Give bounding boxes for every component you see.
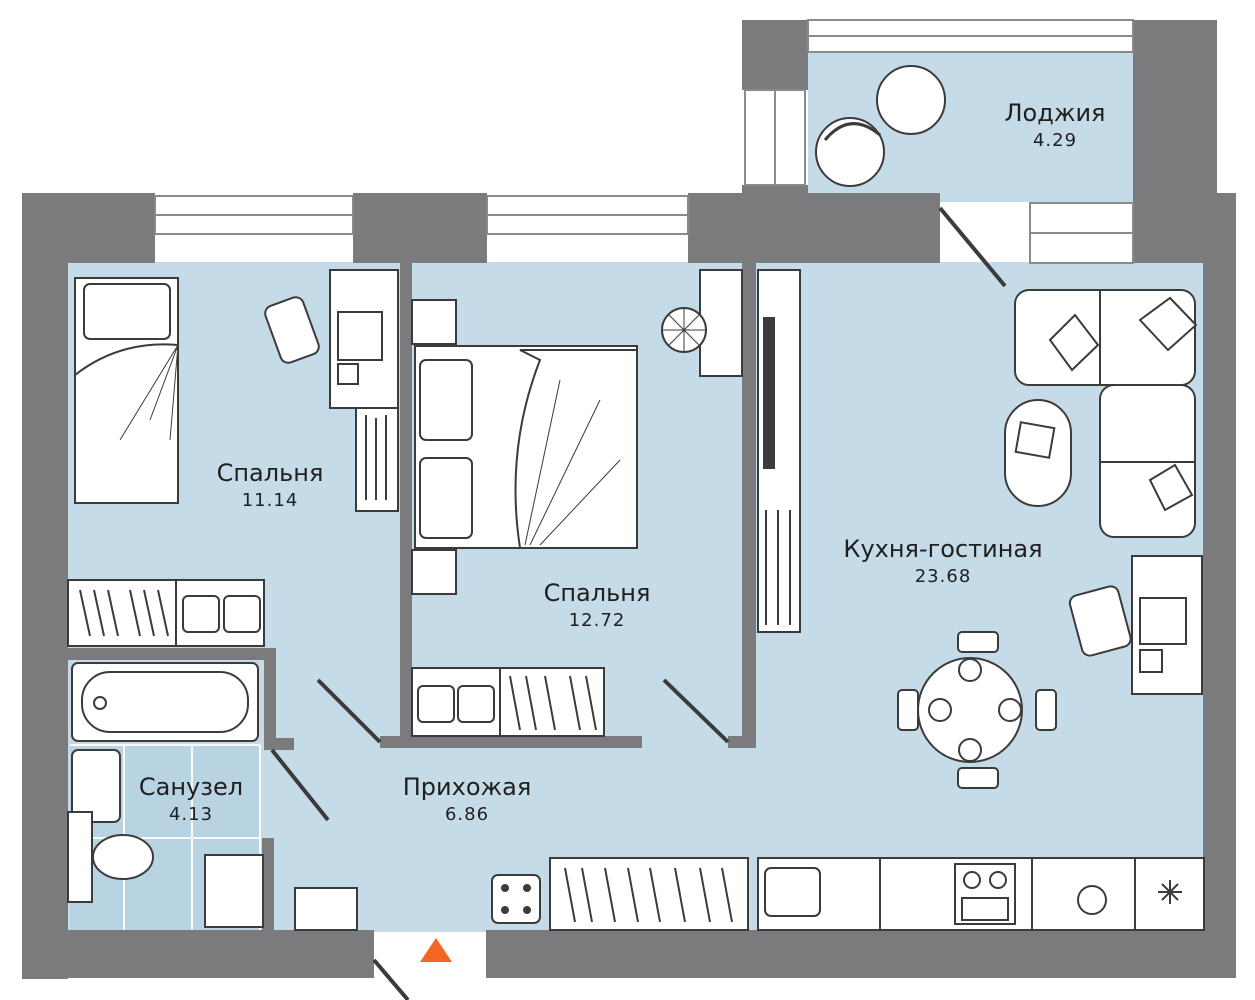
- room-bathroom-name: Санузел: [138, 773, 244, 801]
- wall-loggia-left: [742, 20, 808, 90]
- wall-top-left: [22, 193, 155, 263]
- bed2-pillow-bottom: [419, 457, 473, 539]
- wardrobe-hallway: [549, 857, 749, 931]
- wall-bathroom-right: [264, 648, 276, 748]
- wall-bedroom1-bedroom2: [400, 263, 412, 743]
- wall-bottom-left: [22, 930, 374, 978]
- laptop-kitchen: [1139, 597, 1187, 645]
- wall-outer-right: [1203, 193, 1236, 945]
- chair-bedroom1: [264, 296, 320, 364]
- door-entrance: [372, 958, 410, 1000]
- wall-bottom-corner: [1051, 930, 1236, 978]
- tv: [763, 317, 775, 469]
- room-bedroom2-area: 12.72: [568, 610, 626, 631]
- pouf: [491, 874, 541, 924]
- desk-bedroom2: [699, 269, 743, 377]
- room-kitchen-area: 23.68: [914, 566, 972, 587]
- room-hallway: Прихожая 6.86: [392, 772, 542, 828]
- loggia-chair: [815, 117, 885, 187]
- room-bedroom1: Спальня 11.14: [200, 458, 340, 514]
- windows: [154, 19, 1134, 264]
- room-hallway-name: Прихожая: [402, 773, 532, 801]
- washing-machine: [204, 854, 264, 928]
- wall-bedroom2-bottom: [380, 736, 642, 748]
- sofa-cushion-2: [1138, 296, 1198, 352]
- wall-bottom-right: [486, 930, 1051, 978]
- walls: [22, 20, 1236, 979]
- loggia-table: [876, 65, 946, 135]
- sofa-cushion-1: [1048, 313, 1100, 372]
- boiler: [1077, 885, 1107, 915]
- room-loggia: Лоджия 4.29: [990, 98, 1120, 154]
- entrance-arrow: [420, 938, 452, 962]
- room-bedroom2: Спальня 12.72: [527, 578, 667, 634]
- wall-top-mid2: [688, 193, 940, 263]
- room-bedroom1-name: Спальня: [216, 459, 324, 487]
- wall-outer-left: [22, 193, 68, 979]
- room-bathroom-area: 4.13: [168, 804, 214, 825]
- furniture: [67, 65, 1205, 931]
- sofa-cushion-3: [1148, 463, 1194, 512]
- kitchen-sink: [764, 867, 821, 917]
- nightstand-bottom: [411, 549, 457, 595]
- washbasin: [71, 749, 121, 823]
- wall-bathroom-right-lower: [262, 838, 274, 930]
- wall-bedroom2-kitchen: [742, 263, 756, 743]
- shoe-rack: [294, 887, 358, 931]
- toilet-bowl: [92, 834, 154, 880]
- room-loggia-name: Лоджия: [1004, 99, 1106, 127]
- room-kitchen-name: Кухня-гостиная: [843, 535, 1043, 563]
- room-bathroom: Санузел 4.13: [126, 772, 256, 828]
- wall-top-mid1: [353, 193, 487, 263]
- doors: [270, 206, 1007, 1000]
- room-hallway-area: 6.86: [444, 804, 490, 825]
- toilet-tank: [67, 811, 93, 903]
- room-bedroom1-area: 11.14: [241, 490, 299, 511]
- door-bedroom2: [662, 678, 730, 744]
- chair-kitchen: [1068, 585, 1132, 657]
- wall-bathroom-stub: [264, 738, 294, 750]
- wall-loggia-right: [1133, 20, 1217, 200]
- room-loggia-area: 4.29: [1032, 130, 1078, 151]
- nightstand-top: [411, 299, 457, 345]
- wall-loggia-rail: [808, 196, 938, 204]
- wall-bathroom-top: [66, 648, 276, 660]
- door-bathroom: [270, 748, 330, 822]
- door-bedroom1: [316, 678, 382, 744]
- wall-kitchen-stub: [728, 736, 756, 748]
- bed-pillow: [83, 283, 171, 340]
- bed2-pillow-top: [419, 359, 473, 441]
- wall-top-right: [1133, 193, 1215, 263]
- room-bedroom2-name: Спальня: [543, 579, 651, 607]
- laptop-bedroom1: [337, 311, 383, 361]
- room-kitchen: Кухня-гостиная 23.68: [828, 534, 1058, 590]
- wall-loggia-left-lower: [742, 185, 808, 203]
- door-loggia: [938, 206, 1007, 288]
